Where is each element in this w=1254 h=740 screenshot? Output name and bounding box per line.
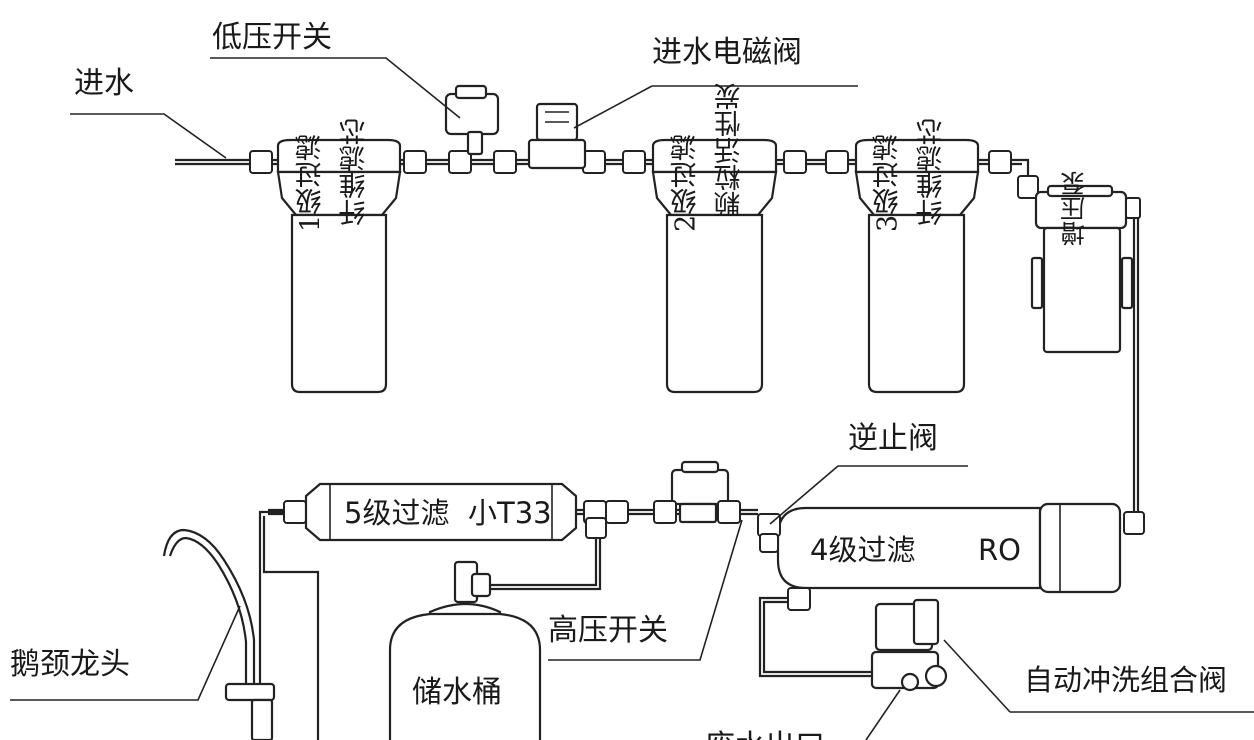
low-pressure-switch — [444, 84, 500, 156]
gooseneck-faucet — [162, 528, 276, 740]
stage3-filter-housing: 3级过滤 纤维滤芯 — [854, 118, 980, 394]
pump-to-ro-pipe — [1123, 218, 1145, 535]
auto-flush-valve — [870, 598, 948, 692]
faucet-supply-pipe — [258, 510, 320, 740]
inlet-solenoid-valve-label: 进水电磁阀 — [652, 35, 802, 70]
storage-tank-label: 储水桶 — [412, 675, 502, 710]
gooseneck-faucet-label: 鹅颈龙头 — [10, 647, 130, 682]
leader-lines — [10, 57, 1254, 740]
stage1-label-line2: 纤维滤芯 — [339, 118, 371, 226]
stage2-filter-housing: 2级过滤 颗粒活性炭 — [651, 83, 778, 394]
tank-supply-pipe — [486, 538, 602, 591]
high-pressure-switch-label: 高压开关 — [548, 613, 668, 648]
inlet-solenoid-valve — [527, 102, 587, 170]
low-pressure-switch-label: 低压开关 — [212, 20, 332, 55]
stage5-post-filter: 5级过滤 小T33 — [283, 482, 629, 542]
stage4-type: RO — [978, 533, 1021, 567]
stage3-label-line1: 3级过滤 — [872, 134, 904, 232]
waste-outlet-label: 废水出口 — [705, 729, 825, 740]
stage5-type: 小T33 — [468, 496, 552, 530]
check-valve — [757, 513, 781, 553]
stage2-label-line1: 2级过滤 — [670, 134, 702, 232]
inlet-label: 进水 — [74, 66, 134, 101]
stage3-label-line2: 纤维滤芯 — [916, 118, 948, 226]
upper-pipe-fittings — [249, 150, 1039, 199]
stage2-label-line2: 颗粒活性炭 — [714, 83, 746, 218]
waste-pipe — [758, 587, 874, 678]
stage1-label-line1: 1级过滤 — [295, 134, 327, 232]
auto-flush-valve-label: 自动冲洗组合阀 — [1024, 663, 1227, 697]
stage4-name: 4级过滤 — [810, 533, 915, 567]
storage-tank: 储水桶 — [388, 560, 542, 740]
check-valve-label: 逆止阀 — [848, 421, 938, 456]
booster-pump: 增压泵 — [1030, 171, 1141, 354]
high-pressure-switch — [653, 460, 741, 524]
stage5-name: 5级过滤 — [344, 496, 449, 530]
stage1-filter-housing: 1级过滤 纤维滤芯 — [276, 118, 402, 394]
stage4-ro-membrane: 4级过滤 RO — [776, 502, 1122, 594]
booster-pump-label: 增压泵 — [1060, 171, 1089, 246]
